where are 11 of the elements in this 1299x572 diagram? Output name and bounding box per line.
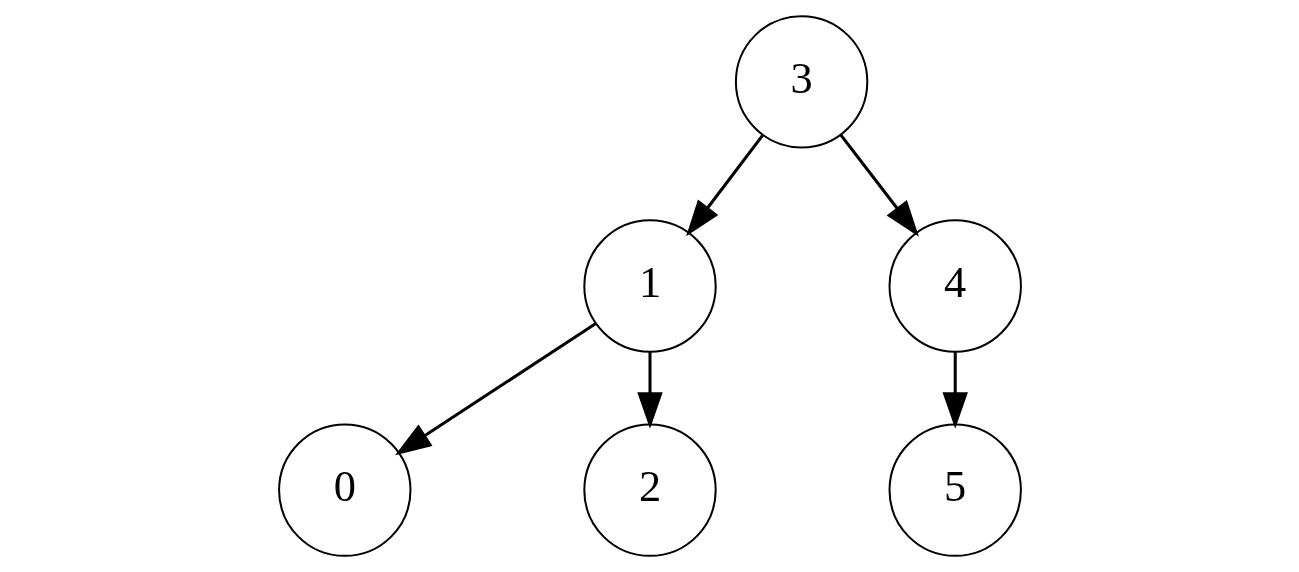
node-circle: 4 (888, 219, 1022, 353)
arrow (394, 322, 596, 456)
node-circle: 1 (582, 219, 717, 353)
node-circle: 0 (277, 423, 411, 557)
arrow (941, 351, 968, 429)
arrow (636, 351, 663, 429)
arrow (839, 133, 919, 237)
arrow (685, 134, 764, 237)
node-circle: 2 (582, 423, 717, 557)
node-circle: 3 (734, 15, 868, 149)
node-circle: 5 (888, 423, 1022, 557)
